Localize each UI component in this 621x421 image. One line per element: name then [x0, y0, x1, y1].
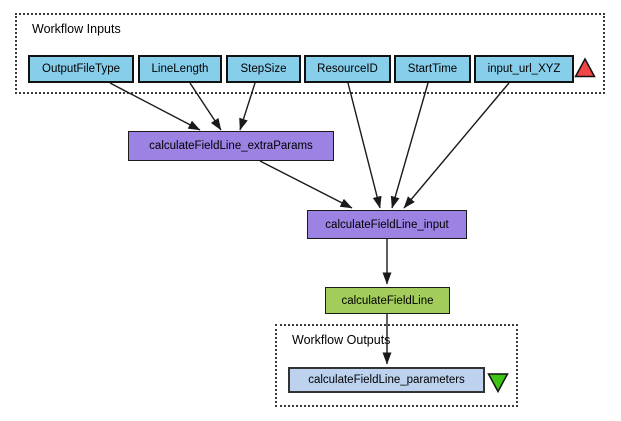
- processor-calculate-field-line-extra-params[interactable]: calculateFieldLine_extraParams: [128, 131, 334, 161]
- triangle-up-icon: [574, 57, 596, 78]
- edge-start-time-to-calculate-field-line-input: [390, 82, 429, 209]
- input-port-resource-id[interactable]: ResourceID: [304, 55, 391, 83]
- edge-calculate-field-line-extra-params-to-calculate-field-line-input: [259, 160, 353, 209]
- input-port-start-time[interactable]: StartTime: [394, 55, 471, 83]
- output-port-calculate-field-line-parameters[interactable]: calculateFieldLine_parameters: [288, 367, 485, 393]
- triangle-down-icon: [487, 373, 509, 394]
- workflow-outputs-label: Workflow Outputs: [292, 333, 391, 347]
- edge-resource-id-to-calculate-field-line-input: [347, 82, 382, 209]
- edge-input-url-xyz-to-calculate-field-line-input: [403, 82, 510, 209]
- input-port-output-file-type[interactable]: OutputFileType: [28, 55, 134, 83]
- workflow-input-marker-triangle-icon: [574, 57, 596, 78]
- processor-calculate-field-line[interactable]: calculateFieldLine: [325, 287, 450, 314]
- workflow-inputs-group: Workflow Inputs: [15, 13, 605, 94]
- workflow-outputs-group: Workflow Outputs: [275, 324, 518, 407]
- workflow-inputs-label: Workflow Inputs: [32, 22, 121, 36]
- input-port-input-url-xyz[interactable]: input_url_XYZ: [474, 55, 574, 83]
- processor-calculate-field-line-input[interactable]: calculateFieldLine_input: [307, 210, 467, 239]
- input-port-line-length[interactable]: LineLength: [138, 55, 222, 83]
- workflow-output-marker-triangle-icon: [487, 373, 509, 394]
- input-port-step-size[interactable]: StepSize: [226, 55, 301, 83]
